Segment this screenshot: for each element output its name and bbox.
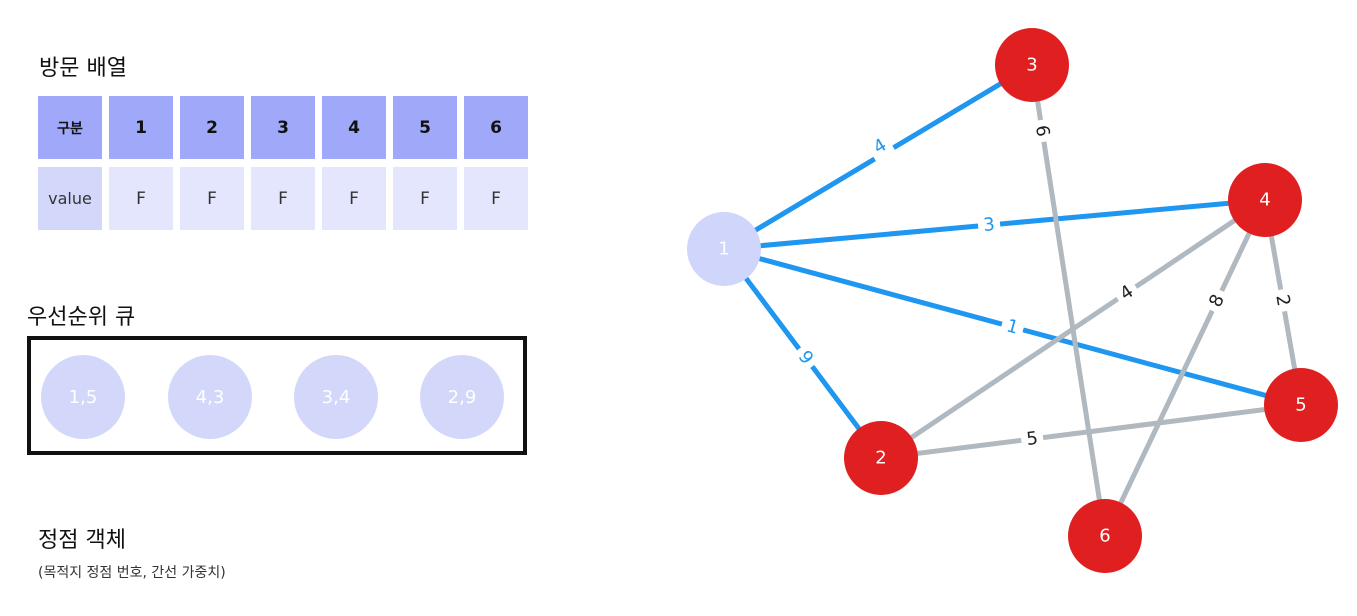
edge-weight-3-6: 6 — [1031, 124, 1054, 139]
visited-value-6: F — [464, 167, 528, 230]
visited-array-table: 구분 1 2 3 4 5 6 value F F F F F F — [38, 96, 528, 230]
edge-4-6 — [1102, 198, 1268, 538]
edge-label-background — [1019, 425, 1045, 453]
visited-value-3: F — [251, 167, 315, 230]
graph-node-label-3: 3 — [1026, 55, 1037, 76]
visited-header-3: 3 — [251, 96, 315, 159]
edge-label-background — [1201, 285, 1233, 316]
visited-row-label: value — [38, 167, 102, 230]
graph-node-label-5: 5 — [1295, 395, 1306, 416]
priority-queue-title: 우선순위 큐 — [27, 305, 136, 330]
edge-2-5 — [880, 402, 1302, 461]
edge-2-4 — [879, 197, 1267, 461]
edge-weight-2-5: 5 — [1025, 428, 1039, 450]
edge-label-background — [1110, 276, 1143, 309]
graph-node-label-6: 6 — [1099, 526, 1110, 547]
priority-queue-box: 1,5 4,3 3,4 2,9 — [27, 336, 527, 455]
visited-array-title: 방문 배열 — [39, 56, 127, 81]
visited-value-4: F — [322, 167, 386, 230]
edge-weight-1-5: 1 — [1004, 315, 1021, 338]
edge-weight-1-4: 3 — [982, 214, 995, 236]
graph-nodes: 1 2 3 4 5 6 — [687, 28, 1338, 573]
graph-node-label-1: 1 — [718, 239, 729, 260]
graph-node-5 — [1264, 368, 1338, 442]
graph-node-4 — [1228, 163, 1302, 237]
visited-header-4: 4 — [322, 96, 386, 159]
graph-node-2 — [844, 421, 918, 495]
graph-node-3 — [995, 28, 1069, 102]
priority-queue-item: 3,4 — [294, 355, 378, 439]
visited-value-2: F — [180, 167, 244, 230]
priority-queue-item: 4,3 — [168, 355, 252, 439]
edge-label-background — [998, 312, 1027, 342]
edge-label-background — [1268, 287, 1297, 314]
graph-node-6 — [1068, 499, 1142, 573]
visited-value-1: F — [109, 167, 173, 230]
visited-header-label: 구분 — [38, 96, 102, 159]
visited-header-6: 6 — [464, 96, 528, 159]
graph-node-label-4: 4 — [1259, 190, 1270, 211]
graph-node-label-2: 2 — [875, 448, 886, 469]
edge-label-background — [977, 212, 1002, 238]
priority-queue-item: 2,9 — [420, 355, 504, 439]
edge-label-background — [1028, 118, 1056, 144]
graph-node-1 — [687, 212, 761, 286]
vertex-object-title: 정점 객체 — [38, 528, 126, 553]
edge-3-6 — [1029, 64, 1108, 537]
visited-value-5: F — [393, 167, 457, 230]
priority-queue-item: 1,5 — [41, 355, 125, 439]
edge-weight-4-5: 2 — [1271, 293, 1294, 308]
visited-header-1: 1 — [109, 96, 173, 159]
vertex-object-subtitle: (목적지 정점 번호, 간선 가중치) — [38, 565, 226, 581]
visited-header-5: 5 — [393, 96, 457, 159]
visited-header-2: 2 — [180, 96, 244, 159]
edge-label-background — [864, 130, 896, 163]
edge-label-background — [789, 341, 822, 374]
